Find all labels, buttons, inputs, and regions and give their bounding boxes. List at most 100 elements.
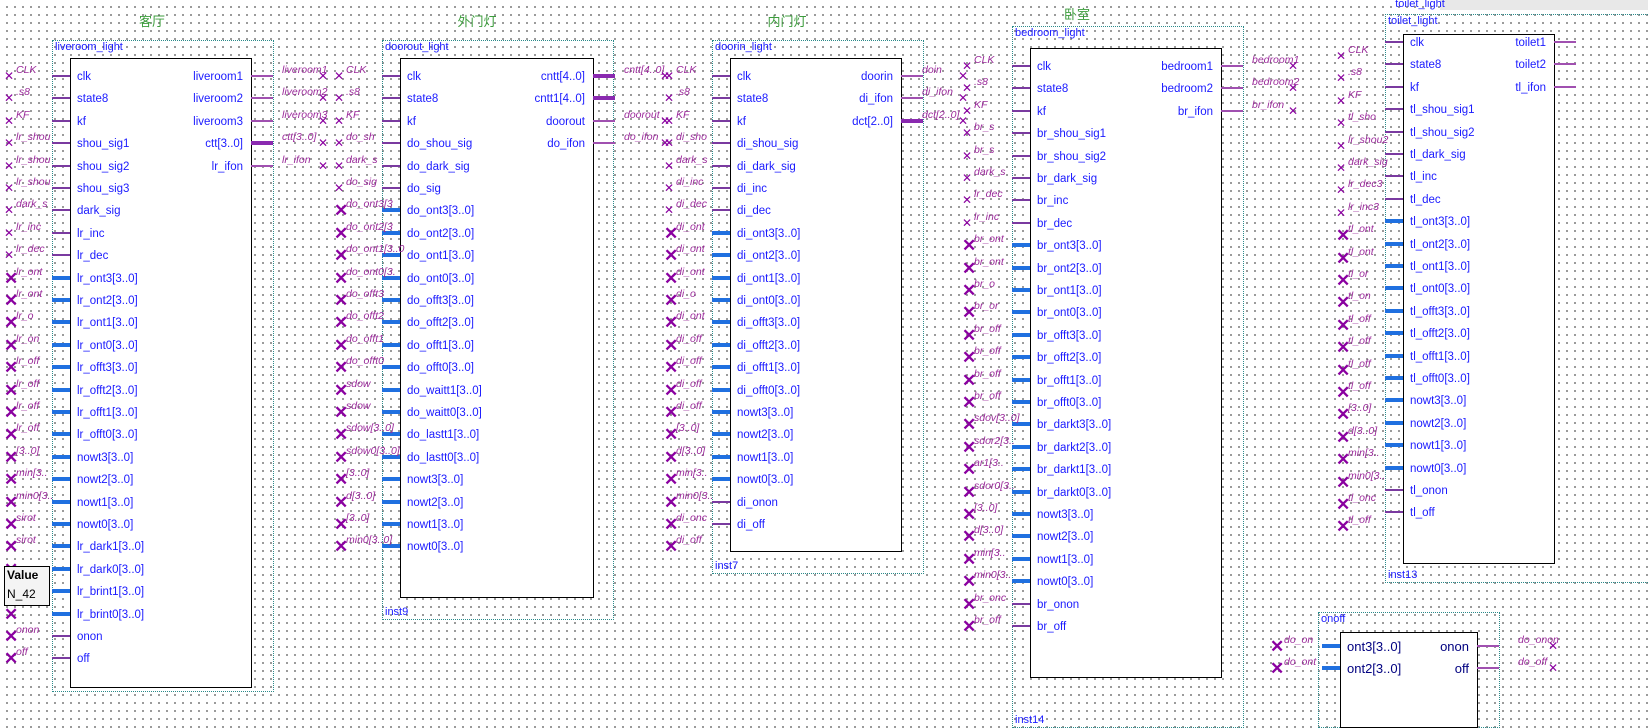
net-label[interactable]: di_ont — [676, 220, 705, 233]
net-label[interactable]: KF — [676, 108, 690, 121]
input-pin[interactable] — [52, 477, 70, 482]
input-pin[interactable] — [712, 500, 730, 503]
input-pin[interactable] — [1385, 308, 1403, 313]
input-pin[interactable] — [712, 365, 730, 370]
output-net-label[interactable]: do_ifon — [624, 131, 659, 143]
input-pin[interactable] — [1385, 353, 1403, 358]
input-pin[interactable] — [382, 522, 400, 526]
net-label[interactable]: min[3.. — [16, 467, 48, 480]
output-pin[interactable] — [1221, 109, 1243, 112]
input-pin[interactable] — [712, 410, 730, 414]
net-label[interactable]: .s8 — [974, 76, 989, 89]
net-label[interactable]: CLK — [974, 54, 995, 66]
net-label[interactable]: do_ont1[3..0 — [346, 243, 405, 256]
net-label[interactable]: di_ont — [676, 243, 705, 256]
input-pin[interactable] — [1012, 221, 1030, 224]
output-pin[interactable] — [901, 75, 923, 77]
net-label[interactable]: di_ont — [676, 265, 705, 278]
input-pin[interactable] — [1012, 288, 1030, 292]
net-label[interactable]: do_offt1 — [346, 332, 384, 345]
net-label[interactable]: do_ont2[3 — [346, 220, 393, 233]
input-pin[interactable] — [52, 342, 70, 347]
input-pin[interactable] — [1012, 265, 1030, 270]
net-label[interactable]: di_off — [676, 534, 702, 547]
net-label[interactable]: min0[3.. — [676, 489, 714, 502]
net-label[interactable]: br_ont — [974, 255, 1004, 268]
net-label[interactable]: sdow[3..0] — [346, 422, 394, 435]
net-label[interactable]: di_inc — [676, 176, 704, 188]
input-pin[interactable] — [52, 231, 70, 234]
input-pin[interactable] — [1322, 666, 1340, 670]
input-pin[interactable] — [1012, 400, 1030, 404]
input-pin[interactable] — [382, 387, 400, 392]
net-label[interactable]: lr_inc — [16, 220, 42, 233]
net-label[interactable]: dark_sig — [1348, 156, 1388, 168]
input-pin[interactable] — [712, 477, 730, 482]
input-pin[interactable] — [52, 432, 70, 437]
input-pin[interactable] — [712, 119, 730, 122]
net-label[interactable]: di_off — [676, 377, 702, 390]
input-pin[interactable] — [1385, 465, 1403, 470]
net-label[interactable]: br_off — [974, 345, 1001, 358]
output-pin[interactable] — [1221, 87, 1243, 90]
output-pin[interactable] — [1554, 41, 1576, 43]
input-pin[interactable] — [712, 275, 730, 280]
output-pin[interactable] — [1554, 85, 1576, 88]
output-net-label[interactable]: dct[2..0] — [922, 109, 960, 121]
output-pin[interactable] — [593, 119, 615, 122]
input-pin[interactable] — [52, 499, 70, 504]
net-label[interactable]: sdor0[3.. — [974, 479, 1015, 492]
input-pin[interactable] — [1012, 625, 1030, 627]
net-label[interactable]: tl_ont — [1348, 223, 1374, 236]
output-pin[interactable] — [251, 164, 273, 167]
net-label[interactable]: do_offt0 — [346, 355, 384, 368]
input-pin[interactable] — [52, 657, 70, 660]
net-label[interactable]: lr_dec — [974, 188, 1003, 201]
input-pin[interactable] — [52, 387, 70, 392]
net-label[interactable]: br_off — [974, 390, 1001, 402]
net-label[interactable]: lr_inc — [974, 210, 1000, 223]
input-pin[interactable] — [1012, 199, 1030, 202]
output-net-label[interactable]: di_ifon — [922, 86, 953, 98]
net-label[interactable]: min0[3.. — [1348, 469, 1386, 482]
input-pin[interactable] — [1012, 154, 1030, 157]
net-label[interactable]: [3..0] — [346, 512, 370, 524]
output-net-label[interactable]: do_onon — [1518, 634, 1559, 646]
input-pin[interactable] — [712, 454, 730, 459]
net-label[interactable]: tl_off — [1348, 514, 1371, 527]
net-label[interactable]: CLK — [676, 64, 697, 76]
net-label[interactable]: tl_sho — [1348, 111, 1377, 124]
input-pin[interactable] — [712, 320, 730, 325]
input-pin[interactable] — [1012, 534, 1030, 539]
input-pin[interactable] — [712, 187, 730, 189]
input-pin[interactable] — [382, 410, 400, 414]
net-label[interactable]: min[3.. — [974, 546, 1006, 559]
input-pin[interactable] — [1385, 443, 1403, 448]
input-pin[interactable] — [52, 589, 70, 594]
net-label[interactable]: d[3..0] — [974, 524, 1004, 537]
net-label[interactable]: tl_off — [1348, 357, 1371, 370]
input-pin[interactable] — [1012, 579, 1030, 584]
net-label[interactable]: lr_shou — [16, 131, 51, 144]
net-label[interactable]: di_off — [676, 400, 702, 412]
input-pin[interactable] — [1012, 377, 1030, 382]
net-label[interactable]: CLK — [346, 64, 367, 76]
net-label[interactable]: .s8 — [676, 86, 691, 99]
output-net-label[interactable]: bedroom2 — [1252, 76, 1300, 88]
net-label[interactable]: lr_ont — [16, 265, 43, 278]
net-label[interactable]: min[3.. — [676, 467, 708, 480]
net-label[interactable]: d[3..0] — [1348, 424, 1378, 437]
input-pin[interactable] — [712, 387, 730, 392]
net-label[interactable]: dark_s — [676, 153, 708, 166]
input-pin[interactable] — [52, 275, 70, 280]
net-label[interactable]: di_onc — [676, 512, 707, 524]
input-pin[interactable] — [382, 499, 400, 504]
output-net-label[interactable]: lr_ifon — [282, 154, 311, 166]
net-label[interactable]: [3..0] — [974, 502, 998, 514]
net-label[interactable]: [3..0] — [1348, 402, 1372, 415]
input-pin[interactable] — [712, 164, 730, 167]
